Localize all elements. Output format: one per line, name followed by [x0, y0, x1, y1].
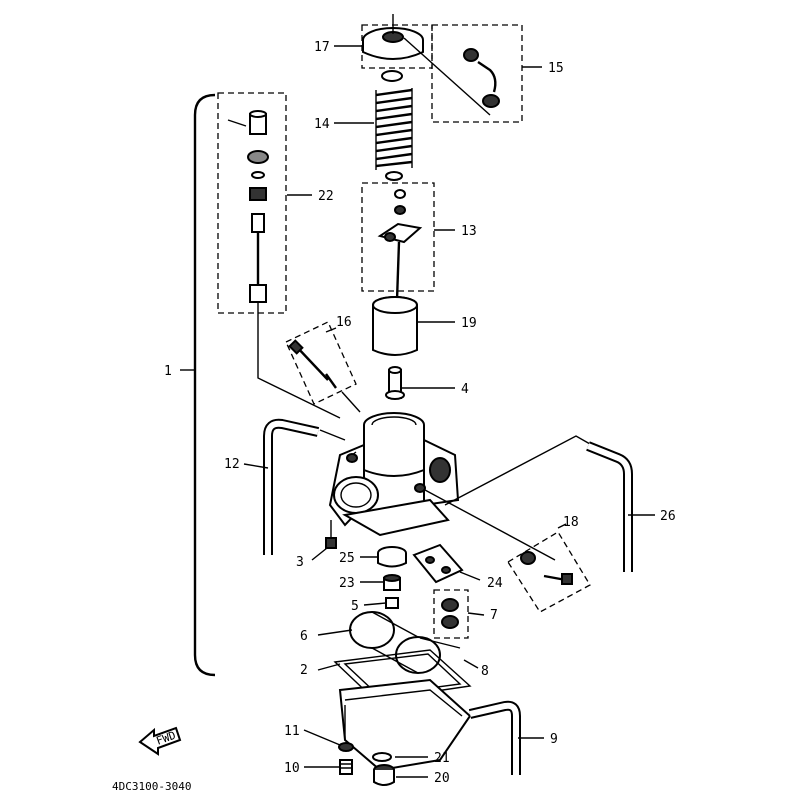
group-box-22: [217, 92, 287, 314]
part-label-23: 23: [339, 576, 355, 591]
part-label-12: 12: [224, 457, 240, 472]
screw-3: [325, 520, 337, 549]
part-label-18: 18: [563, 515, 579, 530]
screw-group-18: [520, 551, 573, 585]
cap-washer: [381, 70, 403, 82]
washer-11: [338, 742, 354, 752]
pilot-screw: [288, 339, 361, 413]
needle-assembly: [377, 189, 423, 301]
fwd-arrow-icon: FWD: [138, 726, 182, 756]
cap-part: [362, 14, 424, 60]
part-label-8: 8: [481, 664, 489, 679]
jet-holder: [377, 546, 407, 568]
part-label-1: 1: [164, 364, 172, 379]
part-label-14: 14: [314, 117, 330, 132]
plate-24: [412, 543, 464, 584]
part-label-5: 5: [351, 599, 359, 614]
drain-screw-10: [339, 759, 353, 775]
part-label-21: 21: [434, 751, 450, 766]
part-label-15: 15: [548, 61, 564, 76]
group-box-18: [507, 531, 591, 613]
part-label-10: 10: [284, 761, 300, 776]
fwd-label: FWD: [154, 729, 177, 748]
part-label-11: 11: [284, 724, 300, 739]
group-box-17: [361, 24, 433, 69]
part-label-4: 4: [461, 382, 469, 397]
part-label-16: 16: [336, 315, 352, 330]
part-label-9: 9: [550, 732, 558, 747]
part-label-20: 20: [434, 771, 450, 786]
part-label-6: 6: [300, 629, 308, 644]
part-label-26: 26: [660, 509, 676, 524]
part-label-17: 17: [314, 40, 330, 55]
plug-20: [373, 764, 395, 786]
throttle-spring: [375, 88, 413, 181]
nut-5: [385, 597, 399, 609]
elbow-fitting: [403, 37, 500, 116]
assembly-bracket: [193, 93, 216, 677]
leader-lines: [243, 45, 655, 778]
float-bowl: [338, 678, 472, 772]
part-label-3: 3: [296, 555, 304, 570]
drain-tube: [468, 700, 521, 775]
group-box-16: [285, 321, 357, 405]
vent-tube-left: [263, 418, 346, 555]
washer-7: [441, 598, 459, 629]
carburetor-body: [328, 412, 591, 561]
drawing-code: 4DC3100-3040: [112, 780, 191, 793]
vent-tube-right: [586, 441, 633, 572]
gasket-inner: [343, 653, 462, 696]
part-label-25: 25: [339, 551, 355, 566]
needle-jet: [385, 366, 405, 400]
throttle-valve: [372, 296, 418, 356]
part-label-22: 22: [318, 189, 334, 204]
part-label-7: 7: [490, 608, 498, 623]
group-box-7: [433, 589, 469, 639]
part-label-19: 19: [461, 316, 477, 331]
choke-plunger: [227, 110, 341, 419]
oring-21: [372, 752, 392, 762]
main-jet-23: [383, 574, 401, 591]
part-label-24: 24: [487, 576, 503, 591]
part-label-13: 13: [461, 224, 477, 239]
group-box-15: [431, 24, 523, 123]
part-label-2: 2: [300, 663, 308, 678]
